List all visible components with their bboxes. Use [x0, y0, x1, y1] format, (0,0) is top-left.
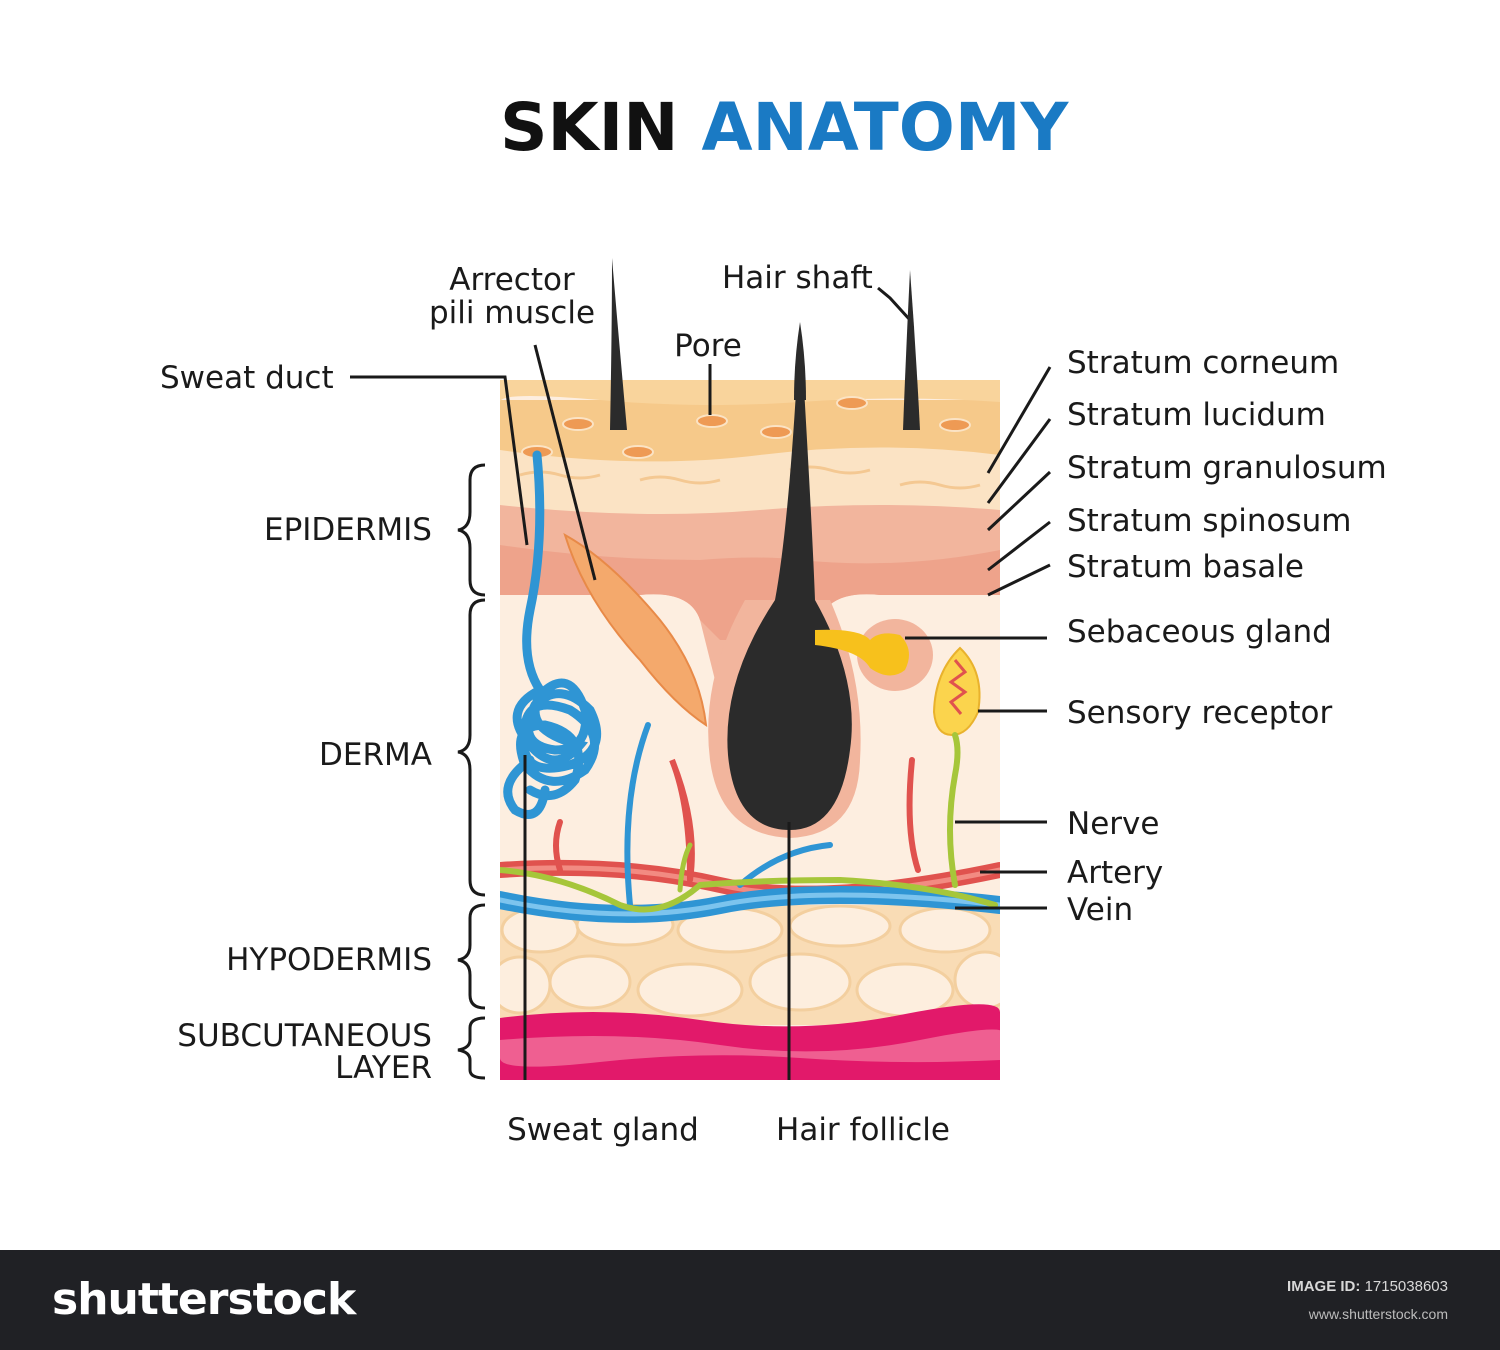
right-labels: Stratum corneum Stratum lucidum Stratum … [1067, 345, 1387, 928]
nerve-graphic [500, 732, 998, 913]
image-id-value: 1715038603 [1364, 1278, 1448, 1295]
label-stratum-basale: Stratum basale [1067, 549, 1304, 585]
label-vein: Vein [1067, 892, 1133, 928]
hair-shaft-left [610, 258, 627, 430]
label-arrector-line2: pili muscle [429, 295, 595, 331]
label-sweat-duct: Sweat duct [160, 360, 334, 396]
arrector-pili-graphic [563, 532, 708, 727]
label-hypodermis: HYPODERMIS [226, 942, 432, 978]
label-sensory-receptor: Sensory receptor [1067, 695, 1333, 731]
leader-lines [350, 286, 1052, 1080]
tissue-block [500, 380, 1000, 1080]
image-id-label: IMAGE ID: [1287, 1278, 1361, 1295]
hypodermis-layer [500, 903, 1000, 1025]
left-labels: Sweat duct EPIDERMIS DERMA HYPODERMIS SU… [160, 360, 432, 1086]
label-epidermis: EPIDERMIS [264, 512, 432, 548]
label-stratum-lucidum: Stratum lucidum [1067, 397, 1326, 433]
label-subcutaneous-line1: SUBCUTANEOUS [177, 1018, 432, 1054]
sweat-gland-graphic [503, 450, 602, 819]
label-hair-shaft: Hair shaft [722, 260, 873, 296]
stratum-basale-layer [500, 545, 1000, 640]
bottom-labels: Sweat gland Hair follicle [507, 1112, 950, 1148]
label-stratum-corneum: Stratum corneum [1067, 345, 1339, 381]
layer-braces [457, 463, 486, 1080]
title-anatomy: ANATOMY [701, 89, 1069, 166]
veins-graphic [500, 722, 1000, 923]
label-hair-follicle: Hair follicle [776, 1112, 950, 1148]
hypodermis-brace [457, 903, 486, 1010]
label-derma: DERMA [319, 737, 432, 773]
derma-brace [457, 598, 486, 897]
label-nerve: Nerve [1067, 806, 1159, 842]
hair-shaft-right [903, 270, 920, 430]
hair-shaft-center [794, 322, 806, 400]
diagram-title: SKIN ANATOMY [500, 89, 1070, 166]
label-arrector-line1: Arrector [449, 262, 575, 298]
hair-follicle-graphic [708, 380, 861, 838]
subcutaneous-brace [457, 1016, 486, 1080]
footer-url: www.shutterstock.com [1308, 1306, 1448, 1322]
hair-shafts [610, 258, 920, 430]
label-stratum-spinosum: Stratum spinosum [1067, 503, 1351, 539]
label-sweat-gland: Sweat gland [507, 1112, 699, 1148]
label-artery: Artery [1067, 855, 1163, 891]
label-pore: Pore [674, 328, 742, 364]
title-skin: SKIN [500, 89, 678, 166]
top-labels: Arrector pili muscle Pore Hair shaft [429, 260, 873, 364]
label-subcutaneous-line2: LAYER [335, 1050, 432, 1086]
label-sebaceous-gland: Sebaceous gland [1067, 614, 1332, 650]
image-id: IMAGE ID: 1715038603 [1287, 1278, 1448, 1295]
footer-bar: shutterstock IMAGE ID: 1715038603 www.sh… [0, 1250, 1500, 1350]
label-stratum-granulosum: Stratum granulosum [1067, 450, 1387, 486]
shutterstock-logo: shutterstock [52, 1274, 356, 1325]
epidermis-brace [457, 463, 486, 597]
subcutaneous-layer [500, 1004, 1000, 1080]
